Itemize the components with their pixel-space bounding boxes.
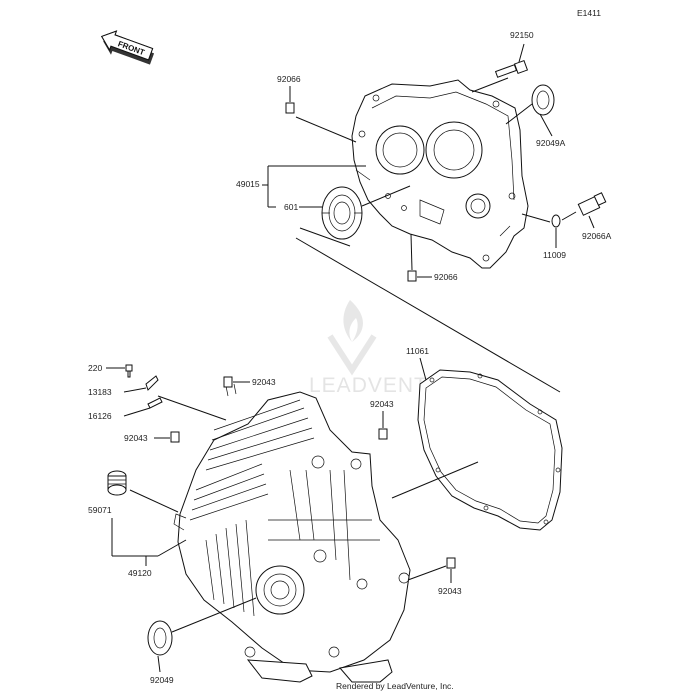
drain-plug-92066A (577, 192, 607, 216)
plate-13183 (145, 375, 159, 391)
dowel-pin-92043-c (170, 431, 180, 443)
ball-bearing-601 (321, 186, 363, 240)
label-92043-d: 92043 (438, 586, 462, 596)
bolt-220 (125, 364, 133, 378)
label-92150: 92150 (510, 30, 534, 40)
label-92066-top: 92066 (277, 74, 301, 84)
front-arrow-icon: FRONT (100, 30, 155, 65)
gasket-11061 (417, 369, 563, 531)
gasket-16126 (147, 397, 163, 409)
label-92043-a: 92043 (252, 377, 276, 387)
label-92066A: 92066A (582, 231, 612, 241)
washer-11009 (551, 214, 561, 228)
label-11009: 11009 (543, 250, 566, 260)
plug-59071 (107, 470, 127, 496)
dowel-pin-92066-mid (407, 270, 417, 282)
label-92043-b: 92043 (370, 399, 394, 409)
label-49120: 49120 (128, 568, 152, 578)
dowel-pin-92043-d (446, 557, 456, 569)
diagram-code: E1411 (577, 8, 601, 18)
oil-seal-92049A (531, 84, 555, 116)
dowel-pin-92043-a (223, 376, 233, 388)
label-92049A: 92049A (536, 138, 566, 148)
oil-seal-92049 (147, 620, 173, 656)
crankcase-49120 (173, 383, 411, 683)
gear-case-cover (351, 79, 529, 269)
bolt-92150 (494, 59, 529, 78)
dowel-pin-92066-top (285, 102, 295, 114)
footer-credit: Rendered by LeadVenture, Inc. (336, 681, 454, 691)
label-92049: 92049 (150, 675, 174, 685)
label-601: 601 (284, 202, 298, 212)
label-220: 220 (88, 363, 102, 373)
label-13183: 13183 (88, 387, 112, 397)
dowel-pin-92043-b (378, 428, 388, 440)
label-92066-mid: 92066 (434, 272, 458, 282)
label-49015: 49015 (236, 179, 260, 189)
label-11061: 11061 (406, 346, 429, 356)
label-16126: 16126 (88, 411, 112, 421)
label-59071: 59071 (88, 505, 112, 515)
label-92043-c: 92043 (124, 433, 148, 443)
